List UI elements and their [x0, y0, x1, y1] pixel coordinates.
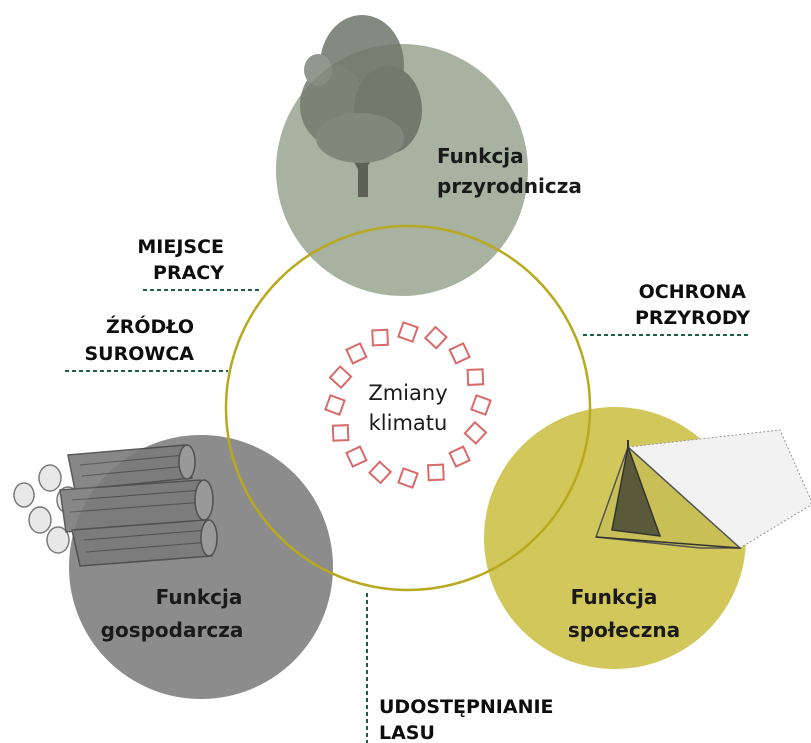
badge-square — [450, 343, 470, 363]
badge-square — [468, 369, 484, 385]
tent-icon — [596, 430, 811, 548]
badge-square — [372, 330, 388, 346]
badge-square — [346, 343, 366, 363]
access-label-line2: LASU — [379, 722, 435, 743]
badge-square — [425, 327, 446, 348]
badge-square — [346, 447, 366, 467]
raw-material-label-line1: ŹRÓDŁO — [106, 314, 194, 338]
badge-square — [465, 422, 486, 443]
badge-square — [398, 322, 417, 341]
badge-square — [370, 462, 391, 483]
social-function-label-line2: społeczna — [568, 618, 680, 642]
economic-function-label-line1: Funkcja — [156, 585, 243, 609]
badge-square — [398, 468, 417, 487]
center-title-line1: Zmiany — [368, 381, 447, 405]
badge-square — [330, 367, 351, 388]
raw-material-label-line2: SUROWCA — [84, 343, 194, 365]
protection-label-line2: PRZYRODY — [635, 307, 750, 329]
workplace-label-line1: MIEJSCE — [137, 236, 224, 258]
access-label-line1: UDOSTĘPNIANIE — [379, 696, 554, 718]
center-title-line2: klimatu — [369, 411, 448, 435]
badge-square — [333, 425, 349, 441]
climate-badge — [325, 322, 490, 487]
firewood-logs-icon — [14, 445, 217, 566]
badge-square — [428, 465, 444, 481]
badge-square — [450, 447, 470, 467]
economic-function-label-line2: gospodarcza — [101, 618, 244, 642]
social-function-label-line1: Funkcja — [571, 585, 658, 609]
protection-label-line1: OCHRONA — [639, 281, 747, 303]
workplace-label-line2: PRACY — [153, 262, 224, 284]
badge-square — [471, 395, 490, 414]
badge-square — [325, 395, 344, 414]
nature-function-label-line1: Funkcja — [437, 144, 524, 168]
nature-function-label-line2: przyrodnicza — [437, 174, 582, 198]
